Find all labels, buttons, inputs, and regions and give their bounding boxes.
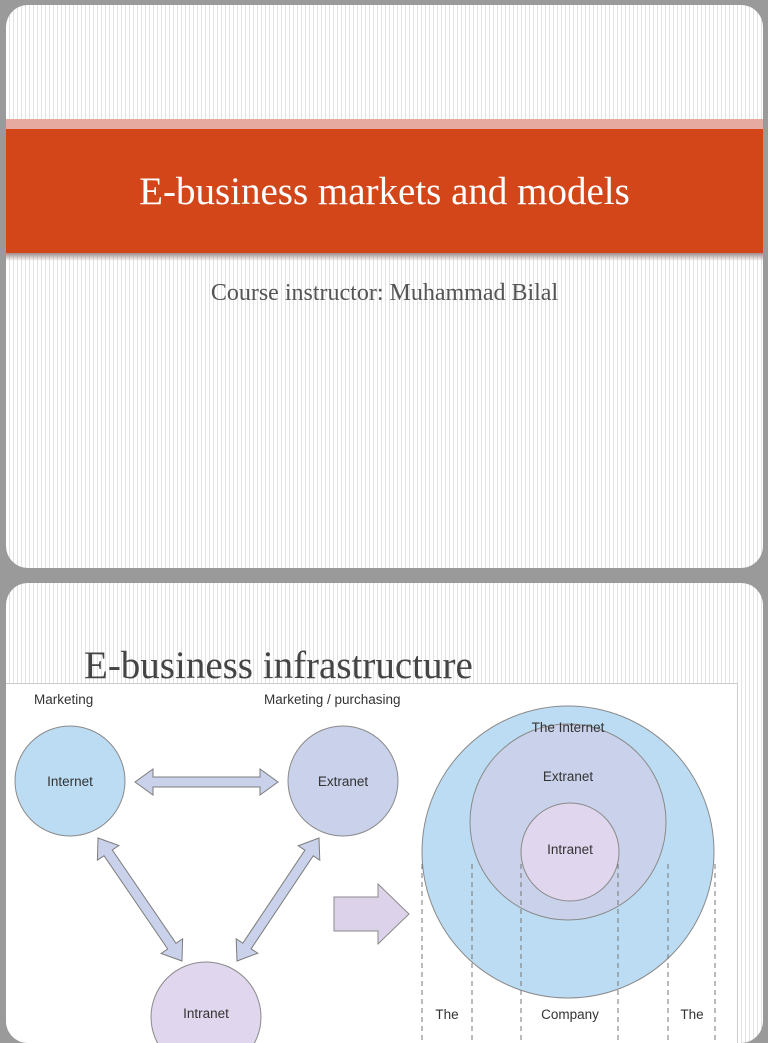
slide-title: E-business infrastructure <box>84 644 473 687</box>
extranet-ring-label: Extranet <box>543 769 594 784</box>
bottom-label-left: The <box>435 1007 458 1022</box>
infrastructure-slide: E-business infrastructure Marketing Mark… <box>6 583 763 1043</box>
slide-title: E-business markets and models <box>139 169 630 213</box>
title-slide: E-business markets and models Course ins… <box>6 5 763 568</box>
bottom-label-center: Company <box>541 1007 599 1022</box>
label-marketing-purchasing: Marketing / purchasing <box>264 692 401 707</box>
title-band: E-business markets and models <box>6 129 763 253</box>
bottom-label-right: The <box>680 1007 703 1022</box>
title-band-shadow <box>6 253 763 261</box>
extranet-node-label: Extranet <box>318 774 369 789</box>
dashed-guides <box>421 864 716 1043</box>
intranet-node-label: Intranet <box>183 1006 229 1021</box>
arrow-extranet-intranet <box>235 837 321 962</box>
infrastructure-figure: Marketing Marketing / purchasing Interne… <box>6 683 738 1043</box>
intranet-ring <box>520 802 620 902</box>
internet-node-label: Internet <box>47 774 93 789</box>
arrows-group <box>96 768 321 962</box>
intranet-node <box>150 961 262 1043</box>
infrastructure-diagram: Marketing Marketing / purchasing Interne… <box>14 692 716 1043</box>
internet-node <box>14 725 126 837</box>
intranet-ring-label: Intranet <box>547 842 593 857</box>
arrow-internet-intranet <box>96 837 184 962</box>
extranet-node <box>287 725 399 837</box>
internet-ring-label: The Internet <box>532 720 605 735</box>
transition-arrow <box>333 882 410 946</box>
title-band-accent <box>6 119 763 129</box>
arrow-internet-extranet <box>134 768 279 796</box>
label-marketing: Marketing <box>34 692 93 707</box>
slide-subtitle: Course instructor: Muhammad Bilal <box>210 280 559 306</box>
